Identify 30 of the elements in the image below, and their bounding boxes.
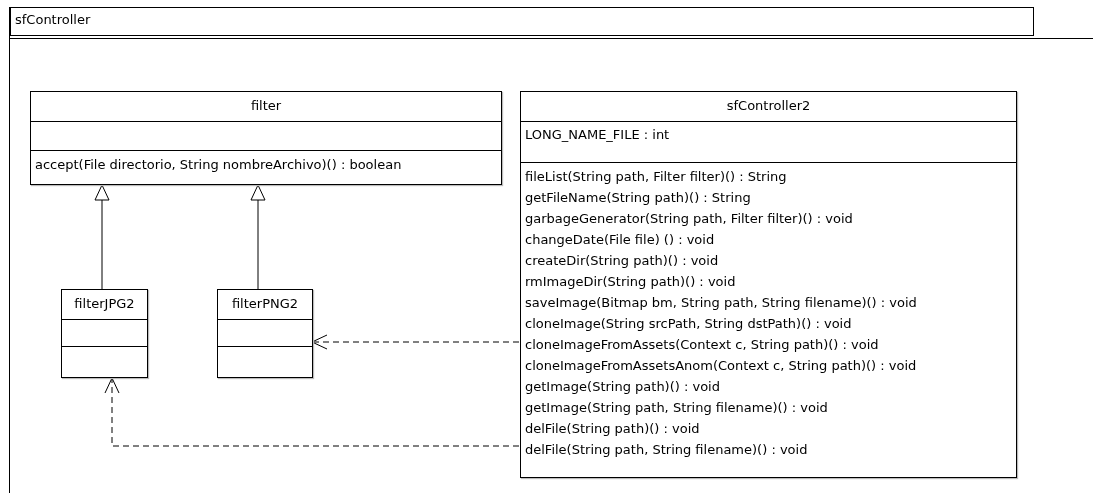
class-name: sfController2 [726,97,811,115]
method-text: rmImageDir(String path)() : void [525,273,737,291]
class-box [30,91,502,185]
method-text: cloneImageFromAssetsAnom(Context c, String path)() : void [525,357,918,375]
class-name: filter [250,97,282,115]
method-text: garbageGenerator(String path, Filter filter)() : void [525,210,854,228]
class-box [217,289,313,378]
class-box [61,289,148,378]
attribute-text: LONG_NAME_FILE : int [525,126,671,144]
generalization-arrow [250,184,266,290]
dependency-arrow [104,377,520,447]
class-name: filterPNG2 [231,295,299,313]
method-text: saveImage(Bitmap bm, String path, String filename)() : void [525,294,918,312]
method-text: delFile(String path, String filename)() : void [525,441,809,459]
method-text: getImage(String path)() : void [525,378,721,396]
class-name: filterJPG2 [74,295,135,313]
method-text: fileList(String path, Filter filter)() : String [525,168,788,186]
generalization-arrow [94,184,110,290]
class-box [520,91,1017,478]
method-text: cloneImageFromAssets(Context c, String path)() : void [525,336,880,354]
package-name: sfController [15,11,91,29]
method-text: delFile(String path)() : void [525,420,701,438]
method-text: changeDate(File file) () : void [525,231,716,249]
method-text: accept(File directorio, String nombreArchivo)() : boolean [35,156,403,174]
method-text: cloneImage(String srcPath, String dstPath)() : void [525,315,853,333]
method-text: getImage(String path, String filename)() : void [525,399,829,417]
dependency-arrow [311,334,520,350]
method-text: createDir(String path)() : void [525,252,720,270]
method-text: getFileName(String path)() : String [525,189,752,207]
package-frame [9,7,1093,493]
